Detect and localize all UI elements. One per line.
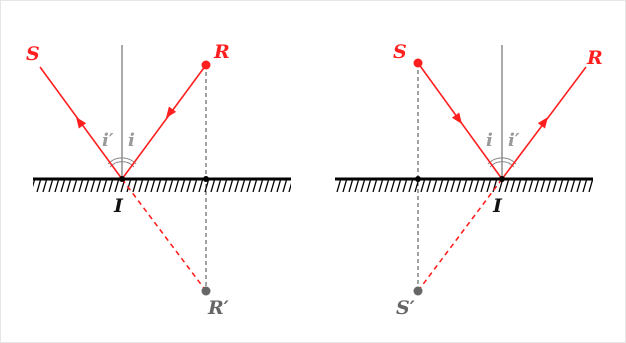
left-receiver-point bbox=[201, 60, 211, 70]
right-angle-left-label: i bbox=[486, 130, 493, 151]
right-source-point bbox=[413, 58, 423, 68]
right-mirror bbox=[335, 177, 593, 192]
left-incidence-label: I bbox=[113, 195, 124, 217]
left-reflected-arrow bbox=[76, 117, 87, 129]
left-angle-right-label: i bbox=[128, 130, 135, 151]
right-angle-right-label: i′ bbox=[508, 130, 520, 151]
left-virtual-ray bbox=[121, 178, 207, 292]
right-image-label: S′ bbox=[396, 297, 415, 319]
right-incident-arrow bbox=[451, 112, 462, 124]
left-angle-left-label: i′ bbox=[102, 130, 114, 151]
left-image-label: R′ bbox=[207, 297, 229, 319]
left-incident-ray bbox=[121, 64, 207, 180]
left-incidence-point bbox=[119, 176, 125, 182]
left-mirror bbox=[33, 177, 291, 192]
right-incidence-point bbox=[499, 176, 505, 182]
right-virtual-ray bbox=[417, 178, 503, 292]
left-source-label: S bbox=[26, 43, 40, 65]
left-panel: S R I R′ i′ i bbox=[26, 41, 291, 319]
left-receiver-label: R bbox=[213, 41, 230, 63]
right-incidence-label: I bbox=[492, 195, 503, 217]
right-receiver-label: R bbox=[586, 47, 603, 69]
left-incident-arrow bbox=[166, 106, 177, 118]
left-image-point bbox=[201, 286, 211, 296]
left-foot-point bbox=[203, 176, 209, 182]
right-foot-point bbox=[415, 176, 421, 182]
right-reflected-arrow bbox=[537, 117, 548, 129]
right-image-point bbox=[413, 286, 423, 296]
right-panel: S R I S′ i i′ bbox=[335, 41, 603, 319]
right-source-label: S bbox=[393, 41, 407, 63]
